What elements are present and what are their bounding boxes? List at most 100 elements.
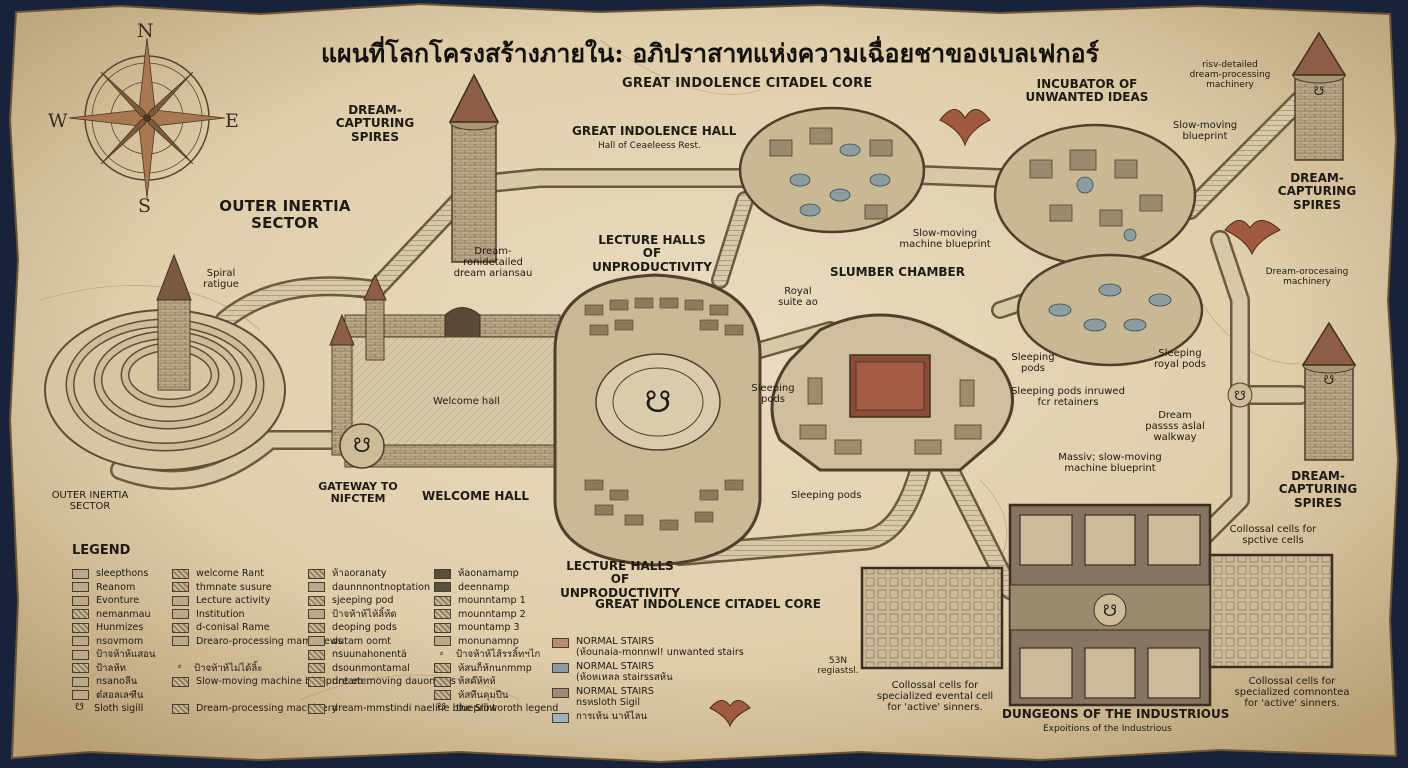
legend-item-label: dream-moving dauonents: [332, 676, 456, 688]
legend-item: Hunmizes: [72, 621, 156, 635]
legend-swatch-icon: [308, 649, 325, 660]
legend-swatch-icon: [308, 582, 325, 593]
legend-item: ⸗ป้าจห้าห้ไม่ได้ลิ้ะ: [172, 662, 373, 676]
legend-swatch-icon: [434, 636, 451, 647]
legend-item: dsounmontamal: [308, 662, 496, 676]
legend-swatch-icon: [72, 595, 89, 606]
legend-item: mounntamp 1: [434, 594, 558, 608]
dream-spire-right-top: ☋: [1291, 31, 1347, 161]
spiral-sector: [44, 253, 286, 471]
legend-item-label: sjeeping pod: [332, 595, 394, 607]
legend-item: Lecture activity: [172, 594, 373, 608]
legend-item: daunnnontnoptation: [308, 581, 496, 595]
legend-item-label: ป้าลห้ท: [96, 662, 127, 674]
legend-item: monunamnp: [434, 635, 558, 649]
legend-item-label: ป้าจห้าห้แสอน: [96, 649, 156, 661]
svg-text:☋: ☋: [645, 385, 672, 420]
legend-item-label: the Slöworoth legend: [456, 703, 559, 715]
stairs-label: การเห้น นาห้ไลน: [576, 711, 647, 722]
legend-swatch-icon: [308, 609, 325, 620]
legend-item-label: Slow-moving machine blueprint etc.:: [196, 676, 373, 688]
legend-item: Slow-moving machine blueprint etc.:: [172, 675, 373, 689]
label-incubator: INCUBATOR OF UNWANTED IDEAS: [1025, 77, 1149, 105]
legend-item: sleepthons: [72, 567, 156, 581]
legend-swatch-icon: [308, 636, 325, 647]
legend-item-label: Reanom: [96, 581, 136, 593]
legend-item: Dream-processing machinery: [172, 702, 373, 716]
legend-item: dream-mmstindi naeline blueprint: [308, 702, 496, 716]
processing-circle: [1016, 253, 1204, 367]
legend-item-label: monunamnp: [458, 635, 519, 647]
legend-swatch-icon: [308, 568, 325, 579]
legend-item-label: ห้สทืนคุมปีน: [458, 689, 509, 701]
legend-item: ป้าจห้าห้แสอน: [72, 648, 156, 662]
legend-item: thmnate susure: [172, 581, 373, 595]
legend-swatch-icon: [434, 663, 451, 674]
stairs-label: NORMAL STAIRS(ห้ounaia-monnwl! unwanted …: [576, 636, 744, 658]
legend-swatch-icon: [172, 703, 189, 714]
compass-rose: [68, 37, 226, 199]
legend-swatch-icon: [172, 595, 189, 606]
label-dream-processing: Dream-orocesaing machinery: [1265, 267, 1349, 288]
legend-swatch-icon: [172, 676, 189, 687]
legend-swatch-icon: [434, 568, 451, 579]
label-lecture-top: LECTURE HALLS OF UNPRODUCTIVITY: [592, 233, 712, 274]
legend-item: dutam oomt: [308, 635, 496, 649]
label-citadel-core-bottom: GREAT INDOLENCE CITADEL CORE: [595, 597, 821, 611]
legend-swatch-icon: [72, 676, 89, 687]
legend-item-label: nsovmom: [96, 635, 144, 647]
label-colossal-right: Collossal cells for specialized comnonte…: [1234, 676, 1350, 710]
legend-item-label: ห้สนก็ห้กนกmmp: [458, 662, 532, 674]
legend-item-label: d-conisal Rame: [196, 622, 270, 634]
legend-swatch-icon: [308, 622, 325, 633]
legend-swatch-icon: [434, 676, 451, 687]
legend-item-label: ห้สค๊ห้ทห้: [458, 676, 496, 688]
legend-item-label: Hunmizes: [96, 622, 144, 634]
stairs-sub: (ห้ounaia-monnwl! unwanted stairs: [576, 647, 744, 658]
legend-item: ☋Sloth sigill: [72, 702, 156, 716]
demon-glyph: [709, 109, 1281, 728]
legend-item: nemanmau: [72, 608, 156, 622]
stairs-sub: (ห้oหเหลล stairssสห้น: [576, 672, 673, 683]
legend-swatch-icon: [434, 622, 451, 633]
legend-swatch-icon: [308, 676, 325, 687]
legend-item-label: dream-mmstindi naeline blueprint: [332, 703, 496, 715]
label-dream-walkway: Dream passss aslal walkway: [1145, 410, 1205, 444]
stairs-label: NORMAL STAIRS(ห้oหเหลล stairssสห้น: [576, 661, 673, 683]
legend-item-label: ป้าจห้าห้ไส้รรลิ้ทฯไก: [456, 649, 541, 661]
label-welcome-hall: WELCOME HALL: [422, 489, 530, 503]
legend-item: d-conisal Rame: [172, 621, 373, 635]
stairs-sub: nsหsloth Sigil: [576, 697, 641, 708]
legend-item: ป้าลห้ท: [72, 662, 156, 676]
slumber-chamber: [770, 313, 1014, 472]
legend-stairs: NORMAL STAIRS (ห้ounaia-monnwl! unwanted …: [552, 636, 744, 726]
legend-item: ☋the Slöworoth legend: [434, 702, 558, 716]
legend-item-label: mounntamp 2: [458, 608, 526, 620]
legend-swatch-icon: [308, 703, 325, 714]
legend-swatch-icon: [308, 663, 325, 674]
legend-item: ห้aonamamp: [434, 567, 558, 581]
label-great-hall: GREAT INDOLENCE HALL: [572, 124, 737, 138]
legend-item-label: Institution: [196, 608, 245, 620]
legend-item: ป้าจห้าห้ไห้ลิ้ห้ด: [308, 608, 496, 622]
label-slumber: SLUMBER CHAMBER: [830, 265, 965, 279]
label-spiral: Spiral ratigue: [203, 268, 239, 291]
legend-stairs-item: NORMAL STAIRS(ห้ounaia-monnwl! unwanted …: [552, 636, 744, 658]
legend-swatch-icon: [72, 568, 89, 579]
legend-item-label: daunnnontnoptation: [332, 581, 431, 593]
legend-stairs-item: NORMAL STAIRS(ห้oหเหลล stairssสห้น: [552, 661, 744, 683]
dungeons: ☋: [860, 503, 1334, 707]
legend-swatch-icon: [172, 568, 189, 579]
label-dungeons-sub: Expoitions of the Industrious: [1043, 724, 1172, 734]
legend-item: mounntamp 2: [434, 608, 558, 622]
stairs-title: NORMAL STAIRS: [576, 686, 654, 697]
label-sleeping-pods-bottom: Sleeping pods: [791, 490, 862, 501]
label-sleeping-pods-left: Sleeping pods: [751, 383, 795, 406]
legend-swatch-icon: [72, 636, 89, 647]
legend-swatch-icon: [72, 649, 89, 660]
